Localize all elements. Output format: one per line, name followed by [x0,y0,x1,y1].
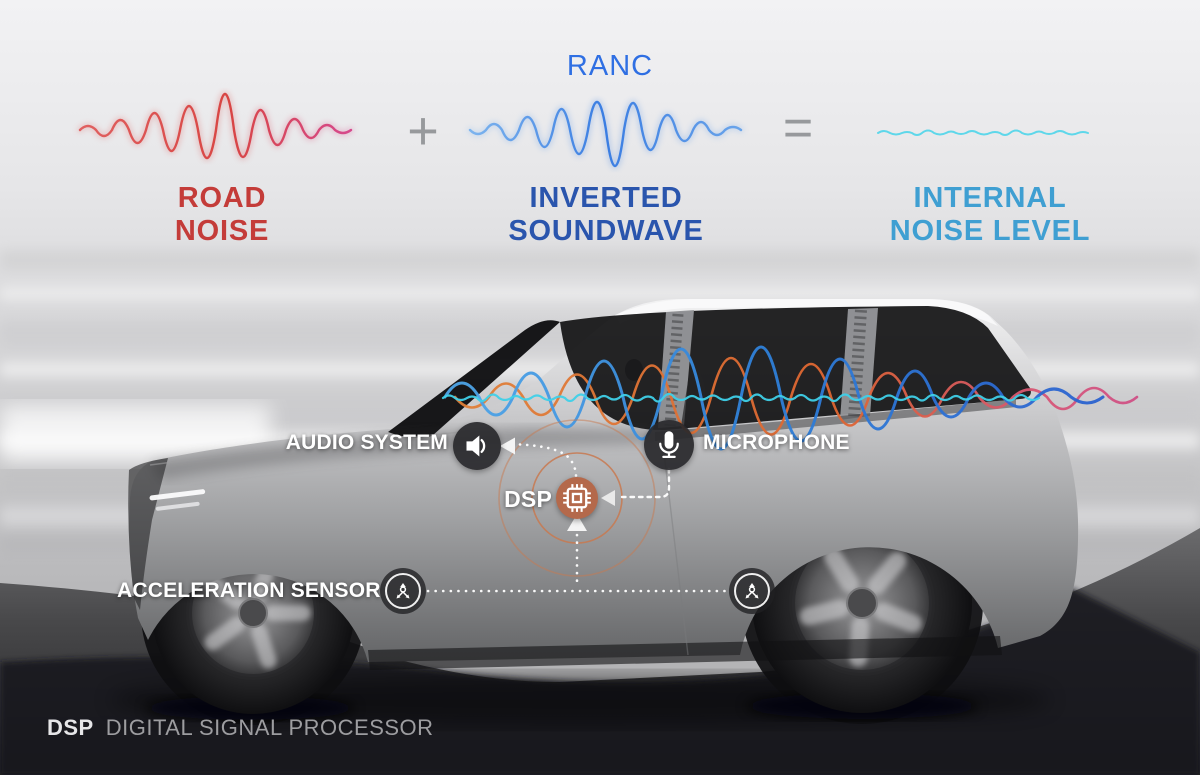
equals-sign: = [782,99,814,157]
microphone-icon [659,431,679,458]
cabin-result-wave [439,392,1107,403]
suv-car [128,299,1079,725]
arrow-to-dsp [601,490,615,506]
headlight [149,489,206,511]
audio-system-label: AUDIO SYSTEM [285,431,448,454]
plus-sign: + [407,101,439,161]
cabin-antinoise-wave [443,345,1105,451]
acceleration-sensor-front-node [380,568,426,614]
dsp-node [556,477,598,519]
equation-waves [77,91,1089,169]
audio-system-node [453,422,501,470]
ranc-title: RANC [566,50,654,82]
internal-noise-wave [871,126,1089,140]
inverted-line1: INVERTED [529,182,683,214]
inverted-line2: SOUNDWAVE [508,215,704,247]
road-noise-line2: NOISE [174,215,270,247]
dsp-to-speaker-line [518,443,578,478]
internal-line2: NOISE LEVEL [889,215,1091,247]
sensor-ring [385,573,421,609]
dsp-legend-full: DIGITAL SIGNAL PROCESSOR [105,715,434,740]
internal-noise-title: INTERNAL NOISE LEVEL [868,182,1112,248]
dsp-legend-abbr: DSP [47,715,94,740]
road-noise-line1: ROAD [177,182,267,214]
arrow-to-audio-system [500,437,515,455]
dsp-label: DSP [504,486,552,512]
microphone-label: MICROPHONE [703,431,850,454]
windshield [388,320,560,438]
cabin-soundwaves [439,345,1139,451]
speaker-icon [466,435,486,457]
mic-to-dsp-line [617,467,671,499]
internal-line1: INTERNAL [913,182,1067,214]
signal-connectors [426,437,729,593]
dsp-legend: DSP DIGITAL SIGNAL PROCESSOR [47,715,434,741]
acceleration-sensor-label: ACCELERATION SENSOR [117,579,381,602]
arrow-up-to-dsp [567,514,587,531]
inverted-soundwave-title: INVERTED SOUNDWAVE [478,182,734,248]
road-noise-title: ROAD NOISE [110,182,334,248]
microphone-node [644,420,694,470]
chip-icon [563,484,591,512]
sensor-ring [734,573,770,609]
acceleration-sensor-rear-node [729,568,775,614]
